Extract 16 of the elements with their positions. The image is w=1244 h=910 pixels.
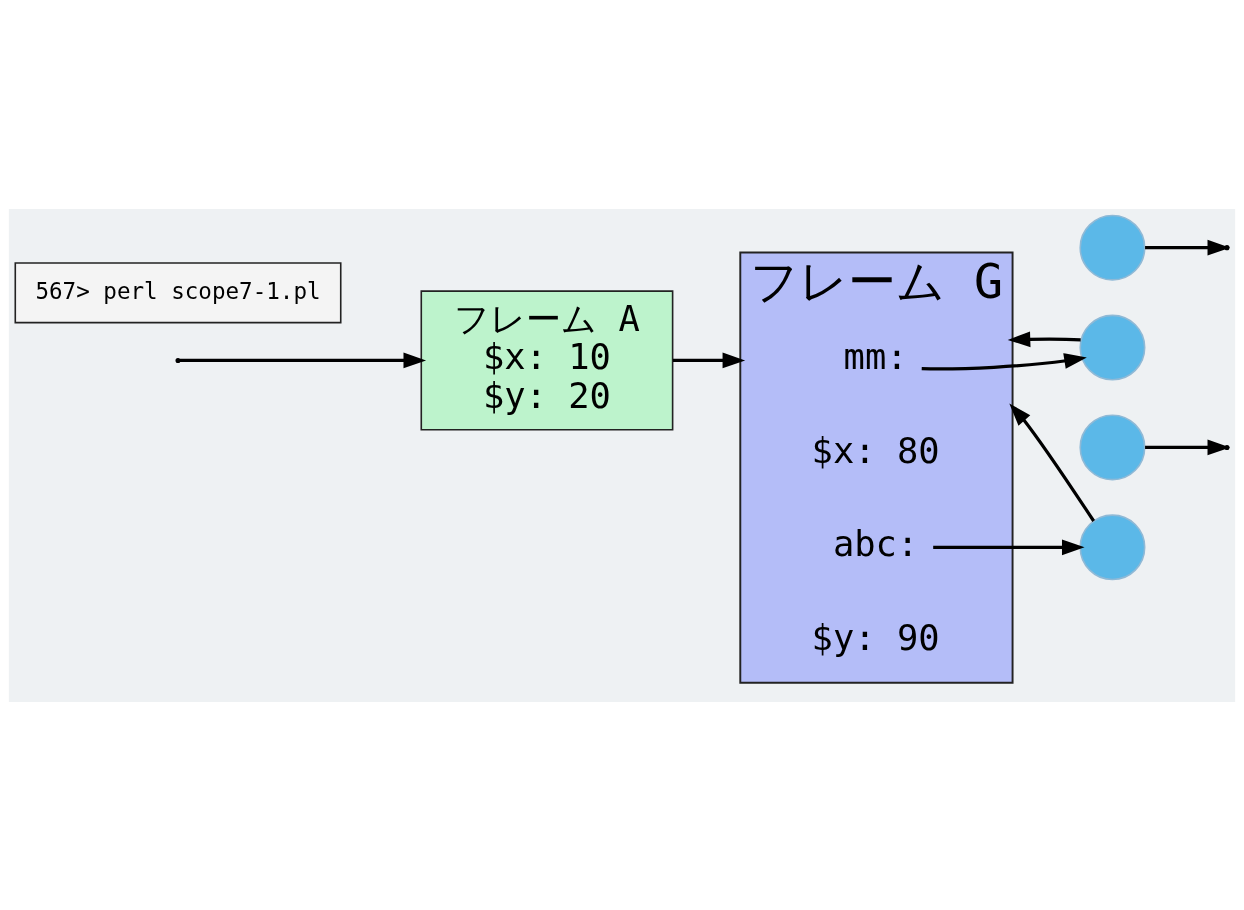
node-circle	[1079, 214, 1146, 281]
arrow	[673, 352, 746, 368]
arrow	[921, 352, 1087, 370]
arrow	[1009, 403, 1095, 522]
node-text: mm:	[843, 335, 908, 377]
node-circle	[1079, 413, 1146, 480]
node-text: abc:	[832, 522, 919, 564]
node-text: $y: 90	[811, 616, 940, 658]
arrow	[933, 538, 1085, 555]
node-box: 567> perl scope7-1.pl	[14, 261, 342, 323]
node-circle	[1079, 314, 1146, 381]
arrow	[1007, 330, 1081, 347]
node-box: フレーム A $x: 10 $y: 20	[420, 289, 674, 431]
node-text: $x: 80	[811, 429, 940, 471]
node-circle	[1079, 513, 1146, 580]
arrow	[179, 352, 427, 368]
